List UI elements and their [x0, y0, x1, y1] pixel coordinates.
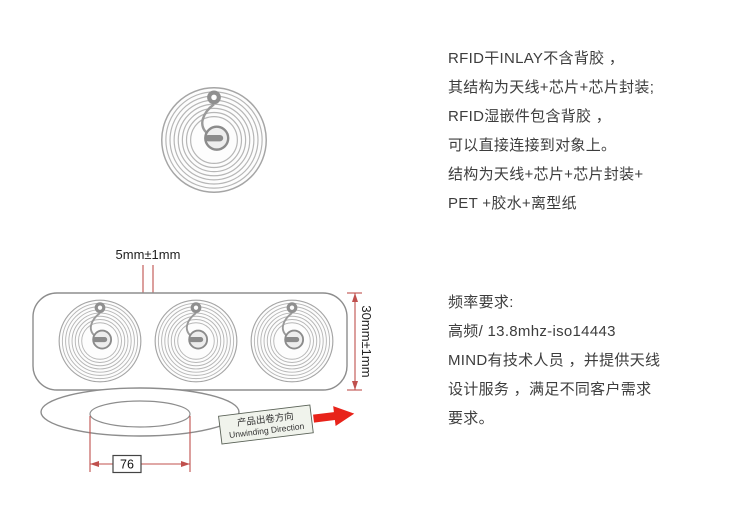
core-dimension-label: 76: [120, 458, 134, 472]
description-line: 结构为天线+芯片+芯片封装+: [448, 166, 644, 183]
pitch-dimension: 5mm±1mm: [116, 247, 181, 297]
unwinding-arrow-icon: [313, 406, 355, 427]
description-line: RFID干INLAY不含背胶 ，: [448, 50, 625, 67]
core-dimension: 76: [89, 416, 191, 474]
label-coil-3: [250, 299, 334, 383]
frequency-line: 要求。: [448, 410, 494, 427]
rfid-coil: [160, 86, 268, 194]
description-line: 可以直接连接到对象上。: [448, 137, 617, 154]
frequency-line: 设计服务 ，满足不同客户需求: [448, 381, 652, 398]
inlay-description: RFID干INLAY不含背胶 ， 其结构为天线+芯片+芯片封装; RFID湿嵌件…: [448, 44, 738, 218]
frequency-line: MIND有技术人员 ，并提供天线: [448, 352, 661, 369]
label-coil-2: [154, 299, 238, 383]
label-roll-drawing: 5mm±1mm 30mm±1mm: [32, 247, 374, 474]
frequency-line: 高频/ 13.8mhz-iso14443: [448, 323, 616, 340]
unwinding-direction-label: 产品出卷方向 Unwinding Direction: [218, 404, 355, 445]
height-dimension-label: 30mm±1mm: [359, 305, 374, 377]
description-line: 其结构为天线+芯片+芯片封装;: [448, 79, 655, 96]
unwinding-direction-box: [218, 404, 314, 445]
description-line: PET +胶水+离型纸: [448, 195, 577, 212]
rfid-coil-diagram: [160, 86, 268, 194]
height-dimension: 30mm±1mm: [347, 292, 374, 391]
label-coil-1: [58, 299, 142, 383]
frequency-line: 频率要求:: [448, 294, 514, 311]
pitch-dimension-label: 5mm±1mm: [116, 247, 181, 262]
roll-core-ellipse: [89, 400, 191, 428]
frequency-requirements: 频率要求: 高频/ 13.8mhz-iso14443 MIND有技术人员 ，并提…: [448, 288, 738, 433]
description-line: RFID湿嵌件包含背胶 ，: [448, 108, 612, 125]
core-dimension-box: [112, 454, 142, 474]
